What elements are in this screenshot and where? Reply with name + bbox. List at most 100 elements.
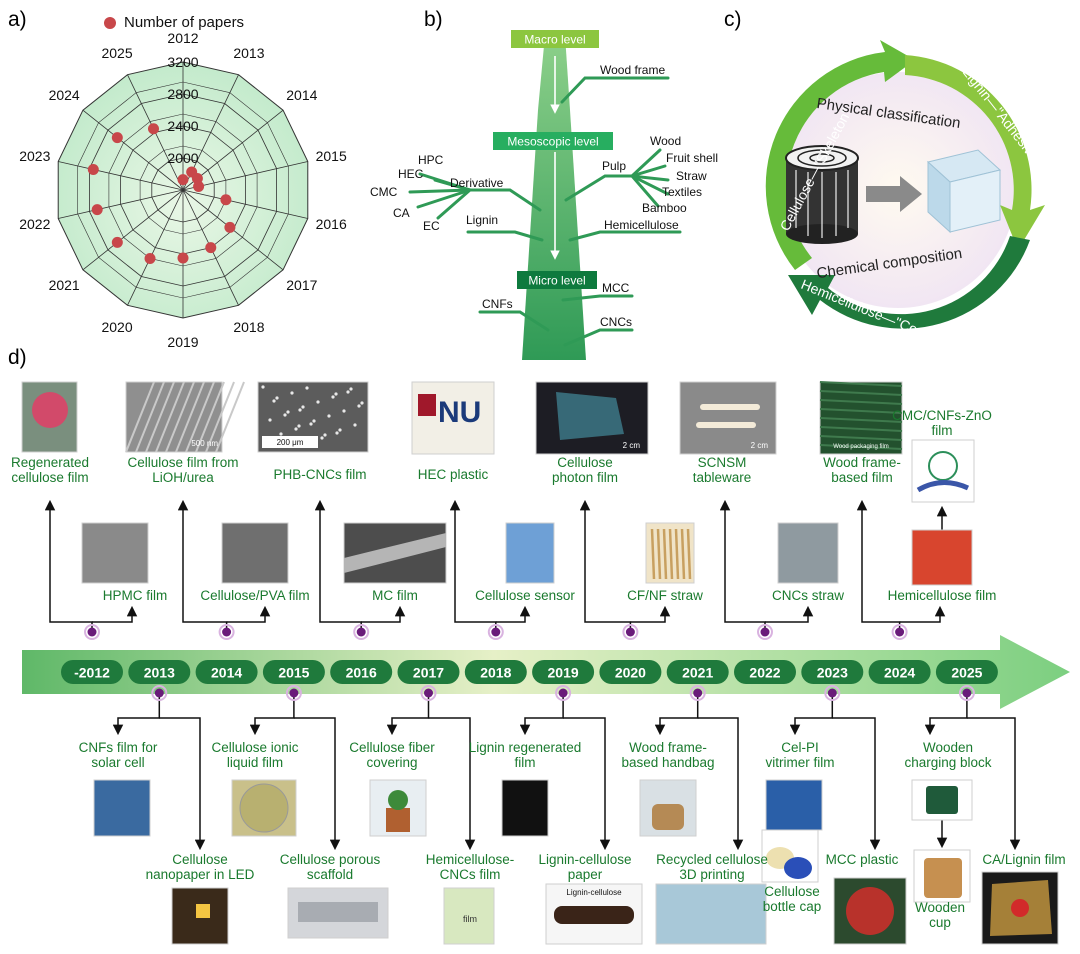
radar-category-label: 2023	[19, 148, 50, 164]
fiber-texture	[205, 381, 235, 453]
connector-top-inner	[92, 605, 138, 623]
tree-label: Derivative	[450, 176, 504, 190]
year-label: 2016	[346, 665, 377, 681]
data-point	[144, 252, 156, 264]
particle	[294, 427, 298, 431]
iridescent-film	[556, 392, 624, 440]
radar-category-label: 2020	[101, 319, 132, 335]
radar-category-label: 2017	[286, 277, 317, 293]
connector-top-inner	[765, 605, 814, 623]
plant-leaves	[388, 790, 408, 810]
timeline-dot	[827, 688, 837, 698]
timeline-dot	[154, 688, 164, 698]
item-label: Wood frame- based film	[823, 455, 901, 485]
strawberry	[1011, 899, 1029, 917]
connector-top-inner	[630, 605, 671, 623]
year-label: 2018	[480, 665, 511, 681]
fiber-texture	[185, 381, 215, 453]
radar-legend: Number of papers	[104, 14, 244, 31]
tree-label: Wood	[650, 134, 681, 148]
particle	[357, 404, 361, 408]
year-label: 2019	[548, 665, 579, 681]
particle	[301, 405, 305, 409]
particle	[331, 395, 335, 399]
knife-icon	[700, 404, 760, 410]
photo-cellulose-sensor	[505, 522, 555, 584]
connector-bottom-inner	[386, 693, 430, 736]
year-label: 2013	[144, 665, 175, 681]
texture	[819, 417, 903, 423]
year-label: 2020	[615, 665, 646, 681]
photo-hemicellulose-cncs-film	[443, 887, 495, 945]
item-label: HPMC film	[102, 588, 168, 603]
fiber-texture	[155, 381, 185, 453]
connector-top-outer	[579, 499, 632, 632]
data-point	[147, 123, 159, 135]
connector-bottom-inner	[519, 693, 564, 736]
connector-top-inner	[899, 605, 946, 623]
tree-branches	[408, 76, 682, 347]
item-label: Recycled cellulose 3D printing	[656, 852, 768, 882]
item-label: CF/NF straw	[627, 588, 703, 603]
year-pill	[330, 660, 393, 684]
year-label: 2021	[682, 665, 713, 681]
transparent-cube-icon	[926, 149, 1002, 234]
connector-top-inner	[361, 605, 406, 623]
texture	[819, 390, 903, 396]
year-pill	[532, 660, 595, 684]
data-point	[205, 242, 217, 254]
paper-roll	[554, 906, 634, 924]
particle	[327, 414, 331, 418]
year-pill	[128, 660, 191, 684]
connector-top-outer	[314, 499, 362, 632]
particle	[275, 396, 279, 400]
timeline-dot-halo	[824, 685, 841, 701]
tree-label: CMC	[370, 185, 398, 199]
petri-dish	[239, 783, 289, 833]
connector-top-inner	[495, 605, 531, 623]
photo-lignin-regenerated-film	[501, 779, 549, 837]
data-point	[220, 194, 232, 206]
radar-category-label: 2012	[167, 30, 198, 46]
timeline-dot	[558, 688, 568, 698]
photo-caption: film	[463, 914, 477, 924]
straw	[674, 528, 680, 580]
timeline-connectors	[44, 499, 1021, 851]
item-label: Lignin regenerated film	[468, 740, 582, 770]
particle	[360, 401, 364, 405]
hierarchy-tree: Macro level Mesoscopic level Micro level…	[370, 30, 718, 360]
year-pill	[397, 660, 460, 684]
connector-bottom-inner	[789, 693, 834, 736]
connector-top-outer	[177, 499, 228, 632]
scale-bar-box	[262, 436, 318, 448]
straw	[662, 528, 668, 580]
led-chip	[196, 904, 210, 918]
radar-tick-label: 2000	[167, 150, 198, 166]
timeline-dot-halo	[420, 685, 437, 701]
timeline-dot	[895, 627, 905, 637]
timeline-dot	[356, 627, 366, 637]
photo-cel-pi-vitrimer	[765, 779, 823, 831]
data-point	[177, 252, 189, 264]
scaffold	[298, 902, 378, 922]
year-label: 2017	[413, 665, 444, 681]
photo-sem-lioh-urea	[125, 381, 223, 453]
timeline-dot-halo	[757, 624, 773, 640]
connector-bottom-outer	[832, 717, 881, 851]
photo-cncs-straw	[777, 522, 839, 584]
timeline-dot	[289, 688, 299, 698]
connector-top-outer	[449, 499, 497, 632]
data-point	[111, 236, 123, 248]
radar-spoke	[82, 109, 184, 191]
radar-tick-label: 2800	[167, 86, 198, 102]
tree-label: Bamboo	[642, 201, 687, 215]
photo-hemicellulose-film	[911, 529, 973, 586]
particle	[335, 431, 339, 435]
radar-category-label: 2025	[101, 45, 132, 61]
item-label: Wooden charging block	[904, 740, 992, 770]
particle	[290, 391, 294, 395]
item-label: MCC plastic	[825, 852, 899, 867]
radar-category-label: 2021	[49, 277, 80, 293]
scale-bar-text: 200 μm	[277, 438, 304, 447]
